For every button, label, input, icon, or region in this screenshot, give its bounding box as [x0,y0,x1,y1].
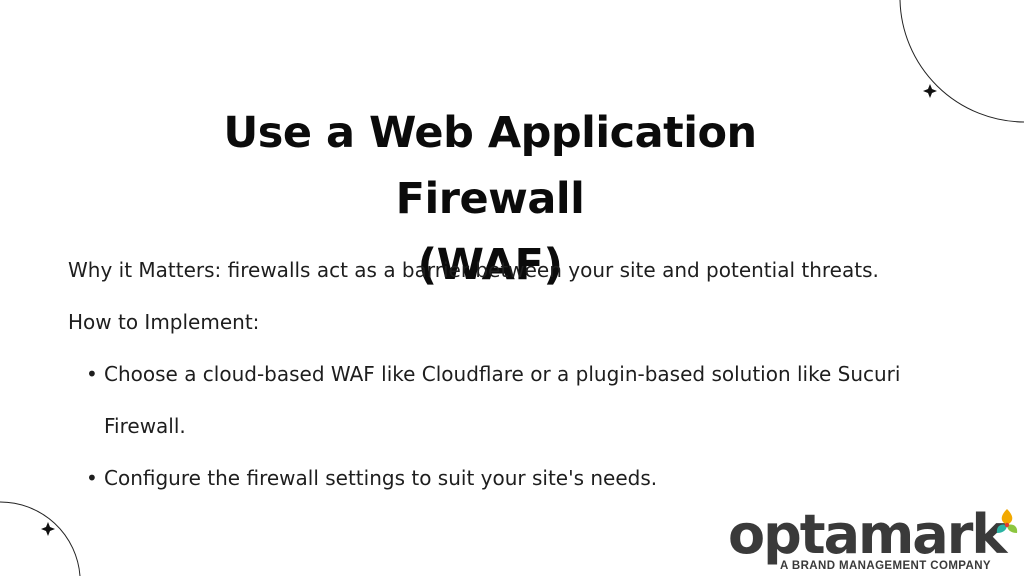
bullet-icon: • [86,466,98,490]
logo-wordmark: optamark [728,503,1007,566]
top-right-arc [899,0,1024,123]
bottom-left-arc [0,501,81,576]
list-item: • Configure the firewall settings to sui… [86,452,988,504]
sparkle-icon [41,522,55,536]
list-item-text-continued: Firewall. [104,414,186,438]
list-item: • Choose a cloud-based WAF like Cloudfla… [86,348,988,452]
bullet-icon: • [86,362,98,386]
sparkle-icon [923,84,937,98]
implementation-list: • Choose a cloud-based WAF like Cloudfla… [68,348,988,504]
optamark-logo: optamark A BRAND MANAGEMENT COMPANY [728,505,1020,576]
list-item-text: Configure the firewall settings to suit … [104,466,658,490]
slide-body: Why it Matters: firewalls act as a barri… [68,244,988,504]
how-to-implement-heading: How to Implement: [68,310,260,334]
why-it-matters-text: Why it Matters: firewalls act as a barri… [68,258,879,282]
logo-tagline: A BRAND MANAGEMENT COMPANY [780,560,992,572]
slide-title-line-1: Use a Web Application Firewall [223,108,757,224]
list-item-text: Choose a cloud-based WAF like Cloudflare… [104,362,901,386]
slide-title-line-2: (WAF) [417,240,563,290]
slide-title: Use a Web Application Firewall (WAF) [130,100,850,298]
leaf-logo-icon [996,509,1018,533]
